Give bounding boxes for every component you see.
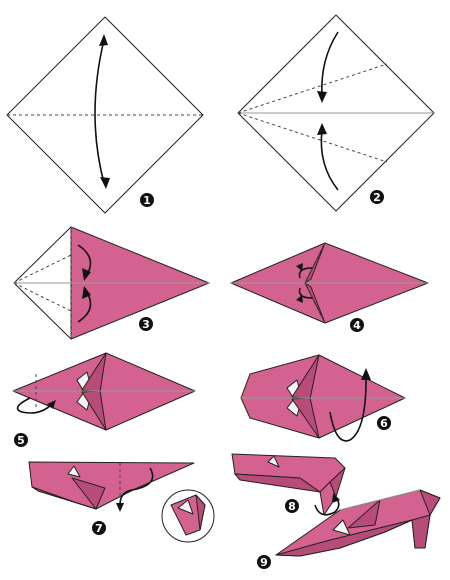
step-number-1: 1 [143,194,151,207]
arrow-head [361,368,371,380]
step-number-3: 3 [142,318,150,331]
shoe-heel [411,514,431,549]
step-badge-7 [92,521,106,535]
pink-kite-top [230,242,429,284]
inner-flap [267,455,280,468]
step-number-7: 7 [95,522,103,535]
arrow-head [317,123,327,135]
fold-arrow [119,467,154,506]
arrow-head [317,91,327,103]
step-number-8: 8 [288,500,296,513]
fold-line [304,282,326,324]
arrow-head [82,286,91,299]
arrow-head-top [99,34,108,46]
pink-kite-bottom [70,282,210,340]
flap [71,477,106,510]
step-badge-8 [285,499,299,513]
pink-kite-bottom [230,282,429,324]
step-3: 3 [13,226,210,340]
step-number-5: 5 [17,434,25,447]
fold-arrow [16,397,53,414]
shoe-back [419,489,441,516]
fold-line-upper [237,63,388,114]
arrow-head-bottom [100,177,110,189]
flap [347,499,381,529]
step-badge-1 [140,193,154,207]
step-7: 7 [28,461,215,543]
arrow-head [296,263,303,271]
detail-fold [195,494,206,531]
step-number-6: 6 [380,417,388,430]
inner-flap [332,519,351,536]
arrow-head [82,268,91,281]
step-9: 9 [257,489,441,569]
step-badge-9 [257,555,271,569]
flap [304,242,326,284]
step-badge-5 [14,433,28,447]
step-2: 2 [237,14,435,212]
step-4: 4 [230,242,429,332]
step-badge-2 [370,190,384,204]
fold-line-lower [237,112,388,163]
step-1: 1 [6,16,204,214]
pink-body-top [240,354,406,399]
fold-line [13,254,72,284]
fold-line [304,242,326,284]
fold-line [13,282,72,312]
arrow-head [332,493,340,503]
arrow-head [296,295,303,303]
step-badge-3 [139,317,153,331]
step-number-2: 2 [373,191,381,204]
fold-arrow [94,39,105,184]
inner-flap [67,465,81,478]
pink-kite-top [70,226,210,284]
fold-arrow [314,497,340,516]
fold-arrow-lower [320,129,339,191]
fold-arrow-upper [321,31,339,97]
heel-side [329,467,346,498]
step-number-4: 4 [353,319,361,332]
arrow-head [116,503,124,512]
detail-inner-flap [177,499,194,515]
top-edge [339,489,421,511]
shoe-sole [275,519,413,557]
step-number-9: 9 [260,556,268,569]
flap [304,282,326,324]
step-badge-4 [350,318,364,332]
arrow-head [47,400,56,409]
step-6: 6 [240,354,406,442]
step-badge-6 [377,416,391,430]
step-8: 8 [231,453,346,516]
turn-arrow [329,379,367,442]
step-5: 5 [12,352,196,447]
